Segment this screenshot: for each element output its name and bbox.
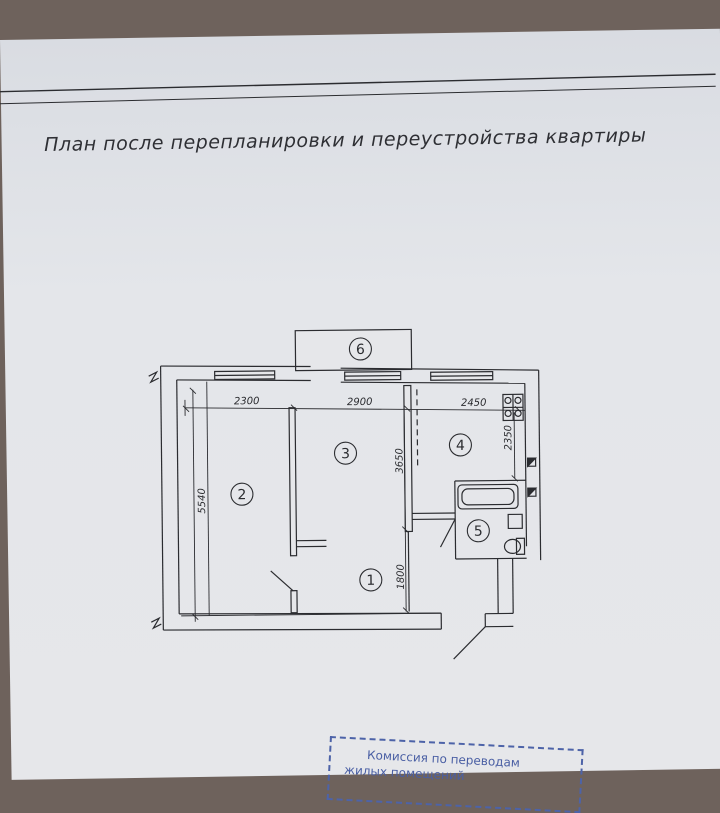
dim-5540: 5540 <box>197 488 208 514</box>
dim-2450: 2450 <box>461 398 487 409</box>
dim-2300: 2300 <box>234 396 260 407</box>
room-6-label: 6 <box>356 342 365 358</box>
room-3-label: 3 <box>341 446 350 462</box>
bathroom-fixtures <box>458 484 525 555</box>
room-4-label: 4 <box>456 438 465 454</box>
stove-icon <box>503 394 523 420</box>
dimension-lines <box>179 378 527 622</box>
vent-icons <box>528 458 536 496</box>
balcony <box>295 329 411 370</box>
room-1-label: 1 <box>366 573 375 589</box>
dim-1800: 1800 <box>396 564 407 590</box>
dim-3650: 3650 <box>394 448 405 474</box>
dim-2900: 2900 <box>347 397 373 408</box>
drawing-sheet: План после перепланировки и переустройст… <box>0 0 720 780</box>
commission-stamp: Комиссия по переводам жилых помещений <box>327 736 584 813</box>
dim-2350: 2350 <box>503 425 514 451</box>
room-5-label: 5 <box>474 524 483 540</box>
floor-plan: 2300 2900 2450 5540 3650 1800 2350 6 2 3… <box>0 0 720 780</box>
room-2-label: 2 <box>237 487 246 503</box>
